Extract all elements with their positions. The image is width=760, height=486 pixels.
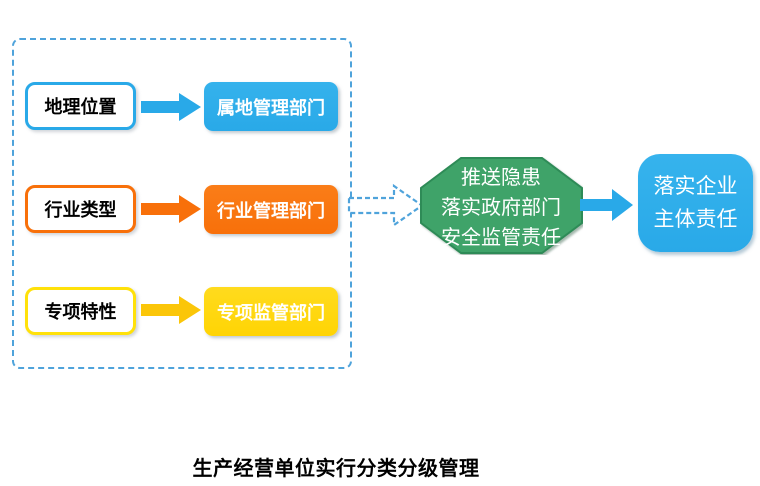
- factor-label: 专项特性: [44, 302, 117, 322]
- factor-label: 地理位置: [44, 97, 117, 117]
- right-arrow-icon: [580, 189, 633, 221]
- enterprise-line: 落实企业: [653, 174, 738, 198]
- enterprise-responsibility-box: 落实企业 主体责任: [638, 154, 753, 252]
- factor-box-special: 专项特性: [25, 287, 136, 335]
- octagon-line: 安全监管责任: [441, 226, 561, 249]
- octagon-line: 落实政府部门: [441, 196, 561, 219]
- dept-box-territorial: 属地管理部门: [204, 82, 338, 131]
- diagram-caption: 生产经营单位实行分类分级管理: [192, 458, 480, 480]
- right-arrow-icon: [141, 296, 201, 324]
- enterprise-line: 主体责任: [653, 207, 738, 231]
- octagon-line: 推送隐患: [461, 166, 541, 189]
- octagon-text: 推送隐患 落实政府部门 安全监管责任: [419, 161, 583, 254]
- dept-label: 属地管理部门: [217, 97, 325, 118]
- octagon-shape-icon: [420, 157, 583, 254]
- government-octagon: 推送隐患 落实政府部门 安全监管责任: [419, 157, 583, 255]
- dept-box-industry: 行业管理部门: [204, 185, 338, 234]
- right-arrow-icon: [141, 93, 201, 121]
- factor-box-geography: 地理位置: [25, 82, 136, 130]
- dept-box-special-supervision: 专项监管部门: [204, 287, 338, 336]
- dashed-right-arrow-icon: [347, 183, 424, 228]
- right-arrow-icon: [141, 195, 201, 223]
- factor-box-industry: 行业类型: [25, 185, 136, 233]
- dept-label: 行业管理部门: [217, 200, 325, 221]
- dept-label: 专项监管部门: [217, 302, 325, 323]
- factor-label: 行业类型: [44, 200, 117, 220]
